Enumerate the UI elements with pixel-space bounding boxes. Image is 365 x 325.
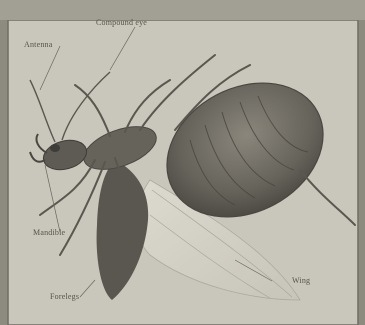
label-mandible: Mandible: [33, 228, 65, 237]
label-antenna: Antenna: [24, 40, 53, 49]
label-wing: Wing: [292, 276, 310, 285]
label-top: Compound eye: [96, 18, 147, 27]
top-strip: [0, 0, 365, 20]
eye-shape: [50, 144, 60, 152]
label-forelegs: Forelegs: [50, 292, 79, 301]
